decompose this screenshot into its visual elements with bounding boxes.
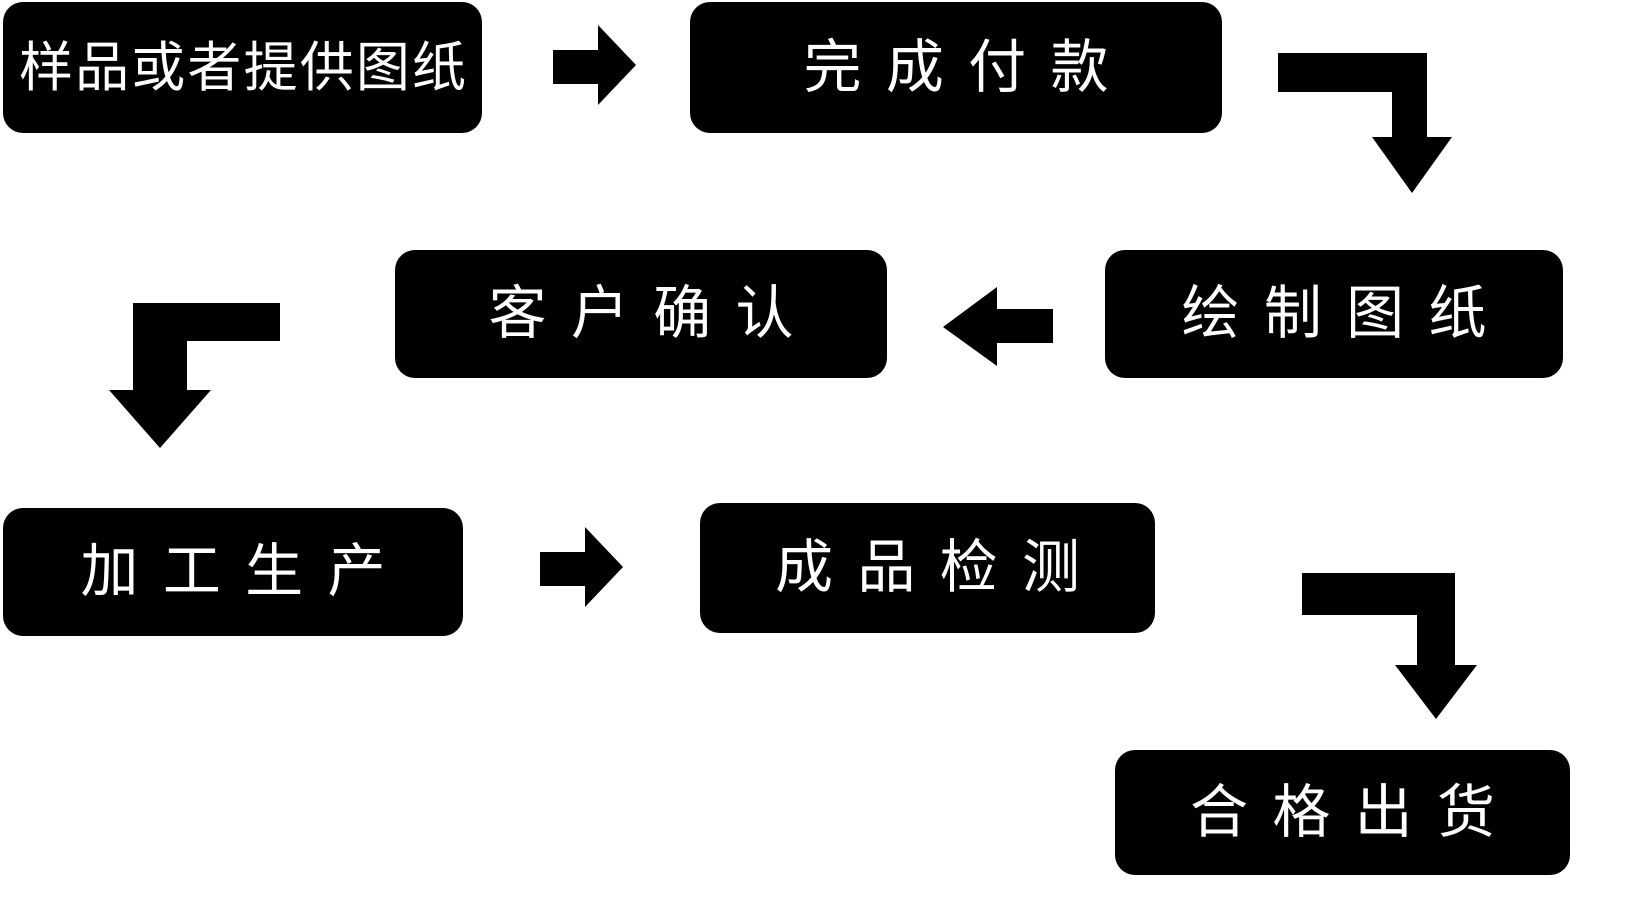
node-processing-production: 加工生产: [3, 508, 463, 636]
elbow-down-arrow-icon: [1278, 53, 1452, 193]
right-arrow-icon: [553, 25, 636, 105]
node-label: 加工生产: [80, 539, 410, 604]
node-label: 合格出货: [1189, 779, 1520, 845]
node-customer-confirmation: 客户确认: [395, 250, 887, 378]
node-finished-product-inspection: 成品检测: [700, 503, 1155, 633]
elbow-down-arrow-icon: [1302, 573, 1477, 719]
right-arrow-icon: [540, 527, 623, 607]
node-label: 成品检测: [774, 535, 1105, 600]
node-label: 客户确认: [488, 281, 818, 346]
node-draw-drawings: 绘制图纸: [1105, 250, 1563, 378]
node-label: 绘制图纸: [1181, 281, 1511, 346]
node-complete-payment: 完成付款: [690, 2, 1222, 133]
node-sample-or-provide-drawings: 样品或者提供图纸: [3, 2, 482, 133]
elbow-down-arrow-icon: [109, 303, 280, 448]
left-arrow-icon: [943, 287, 1053, 366]
node-label: 完成付款: [803, 34, 1133, 100]
node-label: 样品或者提供图纸: [18, 37, 469, 98]
node-qualified-shipment: 合格出货: [1115, 750, 1570, 875]
